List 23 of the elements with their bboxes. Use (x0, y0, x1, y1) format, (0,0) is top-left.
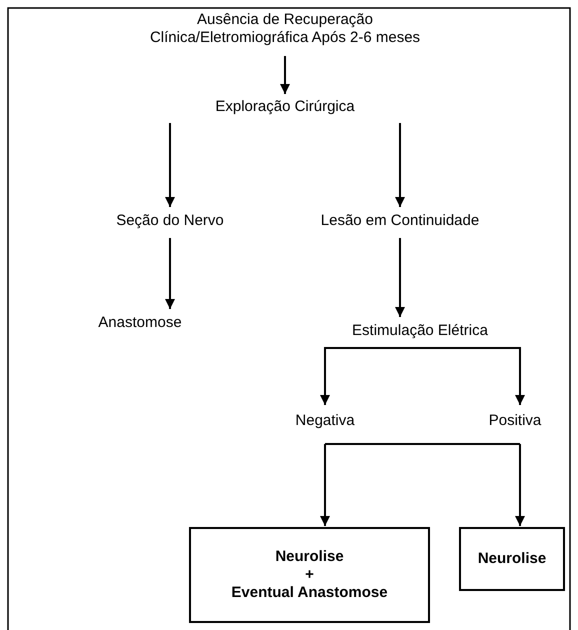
flow-text: Positiva (470, 412, 560, 444)
arrow (320, 444, 330, 526)
flow-text: Seção do Nervo (90, 211, 250, 231)
arrow (320, 347, 420, 405)
arrow (395, 238, 405, 317)
flow-text: Negativa (280, 412, 370, 444)
result-text: Neurolise (275, 548, 344, 566)
arrow (515, 444, 525, 526)
flow-text: Lesão em Continuidade (290, 211, 510, 231)
flow-text: Exploração Cirúrgica (200, 97, 370, 117)
result-box (459, 527, 565, 591)
flow-text: Anastomose (75, 313, 205, 333)
arrow (165, 238, 175, 309)
result-text: Neurolise (478, 550, 546, 568)
arrow (280, 56, 290, 94)
result-box (189, 527, 430, 623)
arrow (395, 123, 405, 207)
arrow (165, 123, 175, 207)
result-text: Eventual Anastomose (231, 584, 388, 602)
flow-text: Ausência de Recuperação Clínica/Eletromiográfica Após 2-6 meses (135, 8, 435, 50)
flow-text: Estimulação Elétrica (330, 321, 510, 341)
result-text: + (305, 566, 314, 584)
arrow (420, 347, 525, 405)
